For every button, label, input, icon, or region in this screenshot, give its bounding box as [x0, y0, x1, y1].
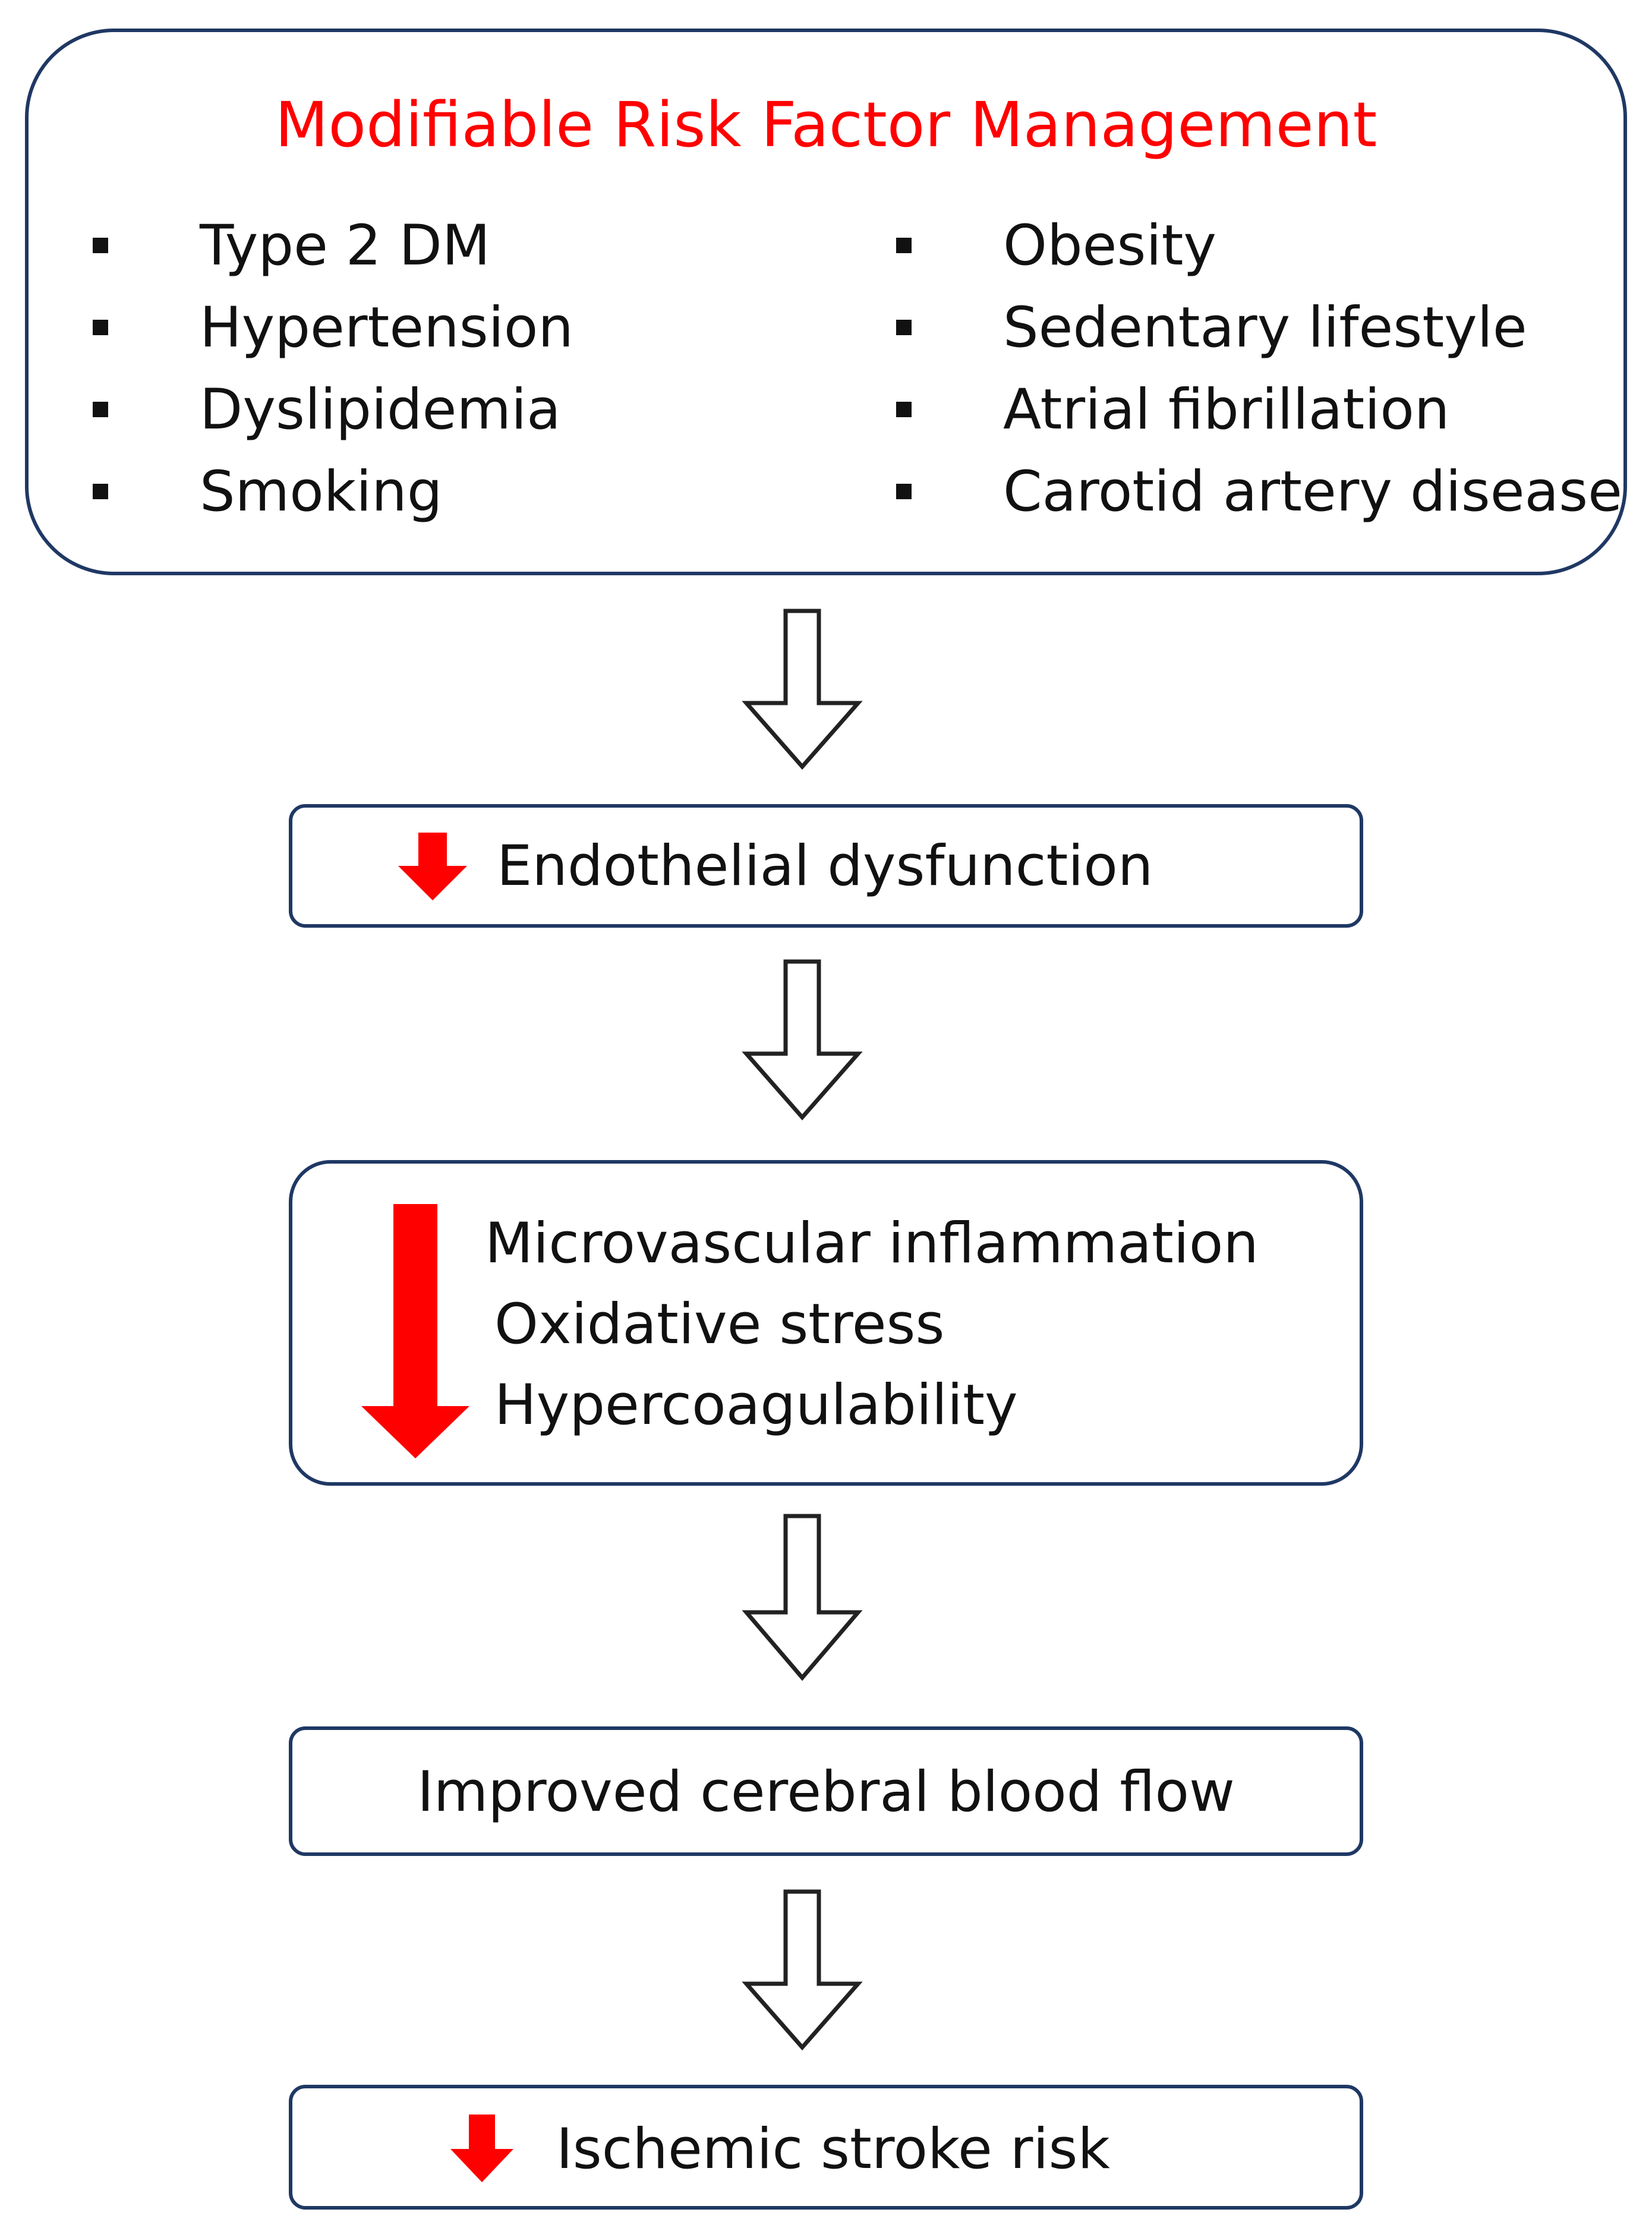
down-arrow-icon: [361, 1204, 469, 1458]
square-bullet-icon: [93, 484, 108, 499]
risk-factor-item: Atrial fibrillation: [896, 368, 1622, 450]
hollow-down-arrow-icon: [742, 1514, 863, 1681]
risk-factor-box: Modifiable Risk Factor Management Type 2…: [25, 29, 1627, 575]
hollow-down-arrow-icon: [742, 609, 863, 770]
hypercoagulability-label: Hypercoagulability: [494, 1373, 1018, 1438]
risk-factor-item: Obesity: [896, 204, 1622, 286]
stroke-risk-label: Ischemic stroke risk: [556, 2117, 1110, 2182]
square-bullet-icon: [93, 402, 108, 417]
endothelial-dysfunction-label: Endothelial dysfunction: [497, 834, 1153, 899]
blood-flow-box: Improved cerebral blood flow: [289, 1726, 1363, 1856]
square-bullet-icon: [93, 320, 108, 335]
hollow-down-arrow-icon: [742, 959, 863, 1121]
risk-factor-list-left: Type 2 DM Hypertension Dyslipidemia Smok…: [93, 204, 573, 532]
square-bullet-icon: [896, 402, 912, 417]
risk-factor-item: Type 2 DM: [93, 204, 573, 286]
square-bullet-icon: [93, 238, 108, 253]
square-bullet-icon: [896, 238, 912, 253]
risk-factor-item: Dyslipidemia: [93, 368, 573, 450]
risk-factor-item: Sedentary lifestyle: [896, 286, 1622, 368]
diagram-title: Modifiable Risk Factor Management: [275, 89, 1377, 161]
down-arrow-icon: [450, 2114, 513, 2182]
risk-factor-item: Carotid artery disease: [896, 450, 1622, 532]
square-bullet-icon: [896, 484, 912, 499]
stroke-risk-box: Ischemic stroke risk: [289, 2085, 1363, 2210]
endothelial-dysfunction-box: Endothelial dysfunction: [289, 804, 1363, 928]
risk-factor-list-right: Obesity Sedentary lifestyle Atrial fibri…: [896, 204, 1622, 532]
oxidative-stress-label: Oxidative stress: [494, 1292, 945, 1357]
risk-factor-item: Hypertension: [93, 286, 573, 368]
microvascular-inflammation-label: Microvascular inflammation: [485, 1211, 1259, 1276]
blood-flow-label: Improved cerebral blood flow: [417, 1760, 1235, 1824]
hollow-down-arrow-icon: [742, 1889, 863, 2051]
inflammation-box: Microvascular inflammation Oxidative str…: [289, 1160, 1363, 1486]
square-bullet-icon: [896, 320, 912, 335]
down-arrow-icon: [398, 833, 467, 900]
risk-factor-item: Smoking: [93, 450, 573, 532]
